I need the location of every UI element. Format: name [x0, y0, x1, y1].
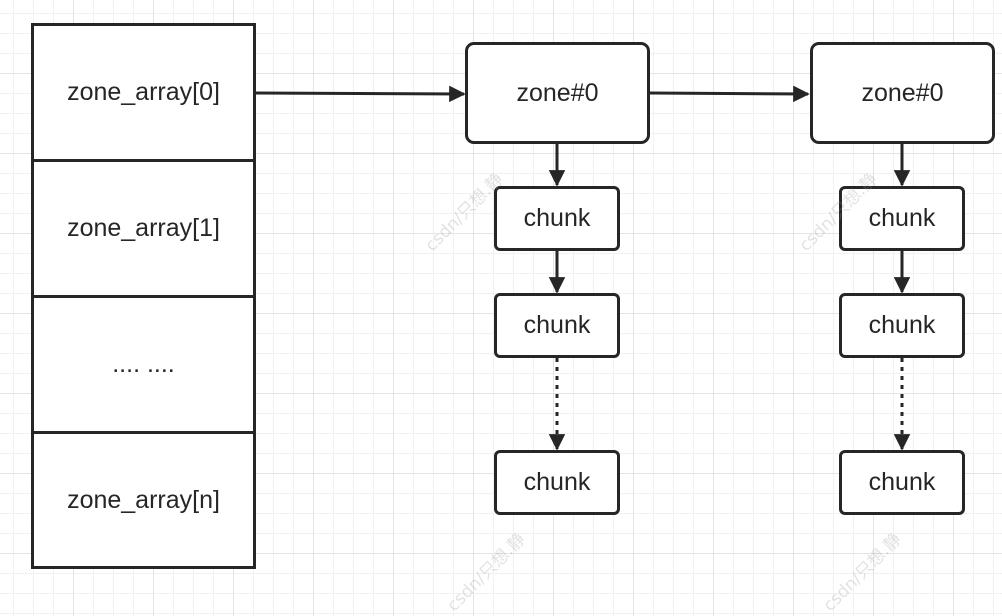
chunk-box-b3: chunk — [839, 450, 965, 515]
zone-label: zone#0 — [861, 78, 944, 107]
chunk-box-a1: chunk — [494, 186, 620, 251]
zone-array-cell-label: zone_array[1] — [67, 214, 220, 242]
arrow-array0-to-zone-a — [255, 85, 466, 103]
zone-array-cell-label: zone_array[0] — [67, 78, 220, 106]
zone-array-cell-ellipsis: .... .... — [31, 295, 256, 434]
chunk-label: chunk — [523, 468, 591, 496]
zone-array-cell-1: zone_array[1] — [31, 159, 256, 298]
chunk-label: chunk — [868, 311, 936, 339]
chunk-label: chunk — [868, 468, 936, 496]
zone-array-cell-n: zone_array[n] — [31, 431, 256, 569]
zone-label: zone#0 — [516, 78, 599, 107]
zone-box-b: zone#0 — [810, 42, 995, 144]
chunk-label: chunk — [523, 311, 591, 339]
chunk-box-b2: chunk — [839, 293, 965, 358]
zone-box-a: zone#0 — [465, 42, 650, 144]
chunk-label: chunk — [868, 204, 936, 232]
zone-array-cell-label: zone_array[n] — [67, 485, 220, 514]
chunk-box-a2: chunk — [494, 293, 620, 358]
chunk-label: chunk — [523, 204, 591, 232]
zone-array-cell-0: zone_array[0] — [31, 23, 256, 162]
arrow-zone-a-to-zone-b — [649, 85, 810, 103]
chunk-box-a3: chunk — [494, 450, 620, 515]
zone-array-cell-label: .... .... — [112, 350, 175, 378]
chunk-box-b1: chunk — [839, 186, 965, 251]
connector-layer — [255, 85, 911, 451]
